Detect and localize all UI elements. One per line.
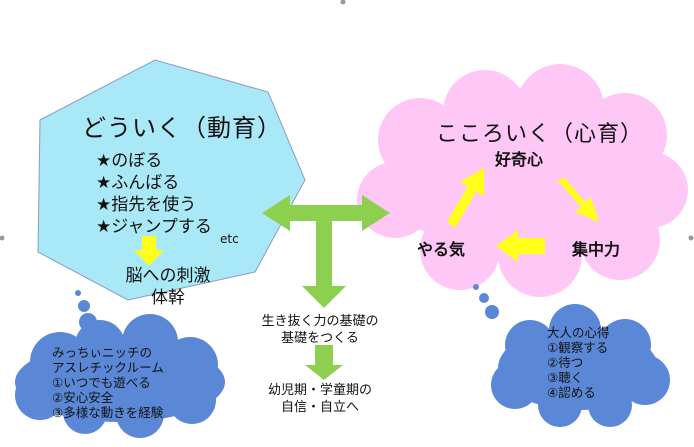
note-line: アスレチックルーム [52, 360, 164, 375]
yellow-cycle-arrow-left [496, 230, 545, 262]
center-line: 自信・自立へ [280, 400, 359, 415]
thought-bubble-medium [78, 300, 90, 312]
movement-result: 脳への刺激 体幹 [118, 265, 218, 309]
thought-bubble-large [485, 305, 499, 319]
note-line: ④認める [547, 385, 596, 400]
heart-cloud [357, 64, 688, 297]
center-line: 生き抜く力の基礎の [261, 314, 379, 329]
movement-result-line: 体幹 [151, 288, 185, 308]
thought-bubble-medium [479, 293, 489, 303]
heart-title: こころいく（心育） [436, 122, 644, 147]
note-line: ②安心安全 [52, 390, 114, 405]
cycle-node-focus: 集中力 [572, 240, 621, 259]
note-line: ①いつでも遊べる [52, 375, 151, 390]
etc-label: etc [220, 232, 239, 246]
adult-mindset-notes: 大人の心得 ①観察する ②待つ ③聴く ④認める [547, 325, 610, 400]
movement-title: どういく（動育） [82, 114, 282, 142]
center-line: 基礎をつくる [281, 331, 359, 346]
cycle-node-curiosity: 好奇心 [495, 150, 544, 169]
yellow-cycle-arrow-right [556, 177, 599, 222]
green-connector-arrow [262, 195, 390, 308]
yellow-cycle-arrow-up [447, 168, 484, 228]
thought-bubble-small [473, 284, 479, 290]
thought-bubble-small [75, 290, 81, 296]
center-foundation-text: 生き抜く力の基礎の 基礎をつくる [250, 313, 390, 347]
yellow-down-arrow [134, 236, 164, 266]
movement-shape [37, 59, 306, 301]
center-future-text: 幼児期・学童期の 自信・自立へ [250, 382, 390, 416]
right-cloud [491, 304, 670, 427]
movement-item: ★のぼる [96, 151, 163, 171]
note-line: ①観察する [547, 340, 609, 355]
note-line: 大人の心得 [547, 325, 610, 340]
note-line: みっちぃニッチの [52, 345, 153, 360]
movement-result-line: 脳への刺激 [125, 266, 211, 286]
note-line: ③多様な動きを経験 [52, 405, 164, 420]
athletic-room-notes: みっちぃニッチの アスレチックルーム ①いつでも遊べる ②安心安全 ③多様な動き… [52, 345, 164, 420]
center-line: 幼児期・学童期の [267, 383, 372, 398]
cycle-node-motivation: やる気 [417, 240, 466, 259]
left-cloud [15, 314, 225, 438]
movement-item: ★ジャンプする [96, 217, 212, 237]
green-down-arrow [305, 345, 343, 380]
note-line: ②待つ [547, 355, 584, 370]
movement-item: ★指先を使う [96, 195, 197, 215]
note-line: ③聴く [547, 370, 584, 385]
movement-list: ★のぼる ★ふんばる ★指先を使う ★ジャンプする [96, 150, 212, 238]
movement-item: ★ふんばる [96, 173, 180, 193]
